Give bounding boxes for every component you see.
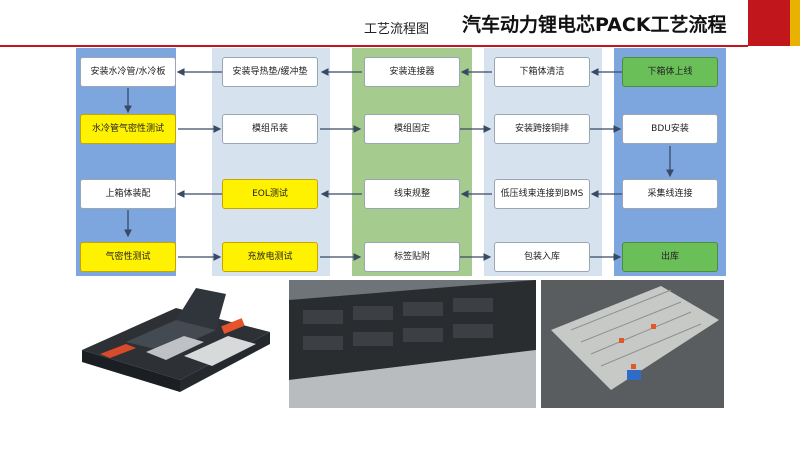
step-lv-harness-bms: 低压线束连接到BMS [494,179,590,209]
step-install-coolant-pipe: 安装水冷管/水冷板 [80,57,176,87]
step-eol-test: EOL测试 [222,179,318,209]
step-airtightness-test: 气密性测试 [80,242,176,272]
step-lower-housing-online: 下箱体上线 [622,57,718,87]
step-harness-arrange: 线束规整 [364,179,460,209]
step-sampling-wire: 采集线连接 [622,179,718,209]
step-module-fixing: 模组固定 [364,114,460,144]
step-charge-discharge-test: 充放电测试 [222,242,318,272]
step-install-thermal-pad: 安装导热垫/缓冲垫 [222,57,318,87]
step-bdu-install: BDU安装 [622,114,718,144]
step-upper-housing-assembly: 上箱体装配 [80,179,176,209]
photo-battery-modules-closeup [289,280,536,408]
step-coolant-leak-test: 水冷管气密性测试 [80,114,176,144]
photo-battery-pack-render [76,280,276,408]
step-clean-lower-housing: 下箱体清洁 [494,57,590,87]
page-subtitle: 工艺流程图 [364,22,430,37]
header-divider [0,45,748,47]
header-accent-bar [748,0,792,46]
header-accent-stripe [790,0,800,46]
step-pack-warehouse: 包装入库 [494,242,590,272]
flow-arrows [124,68,674,261]
step-label-attach: 标签贴附 [364,242,460,272]
step-module-hoisting: 模组吊装 [222,114,318,144]
page-title: 汽车动力锂电芯PACK工艺流程 [462,14,727,36]
step-install-connector: 安装连接器 [364,57,460,87]
photo-battery-pack-open-tray [541,280,724,408]
step-install-busbar: 安装跨接铜排 [494,114,590,144]
step-shipment: 出库 [622,242,718,272]
